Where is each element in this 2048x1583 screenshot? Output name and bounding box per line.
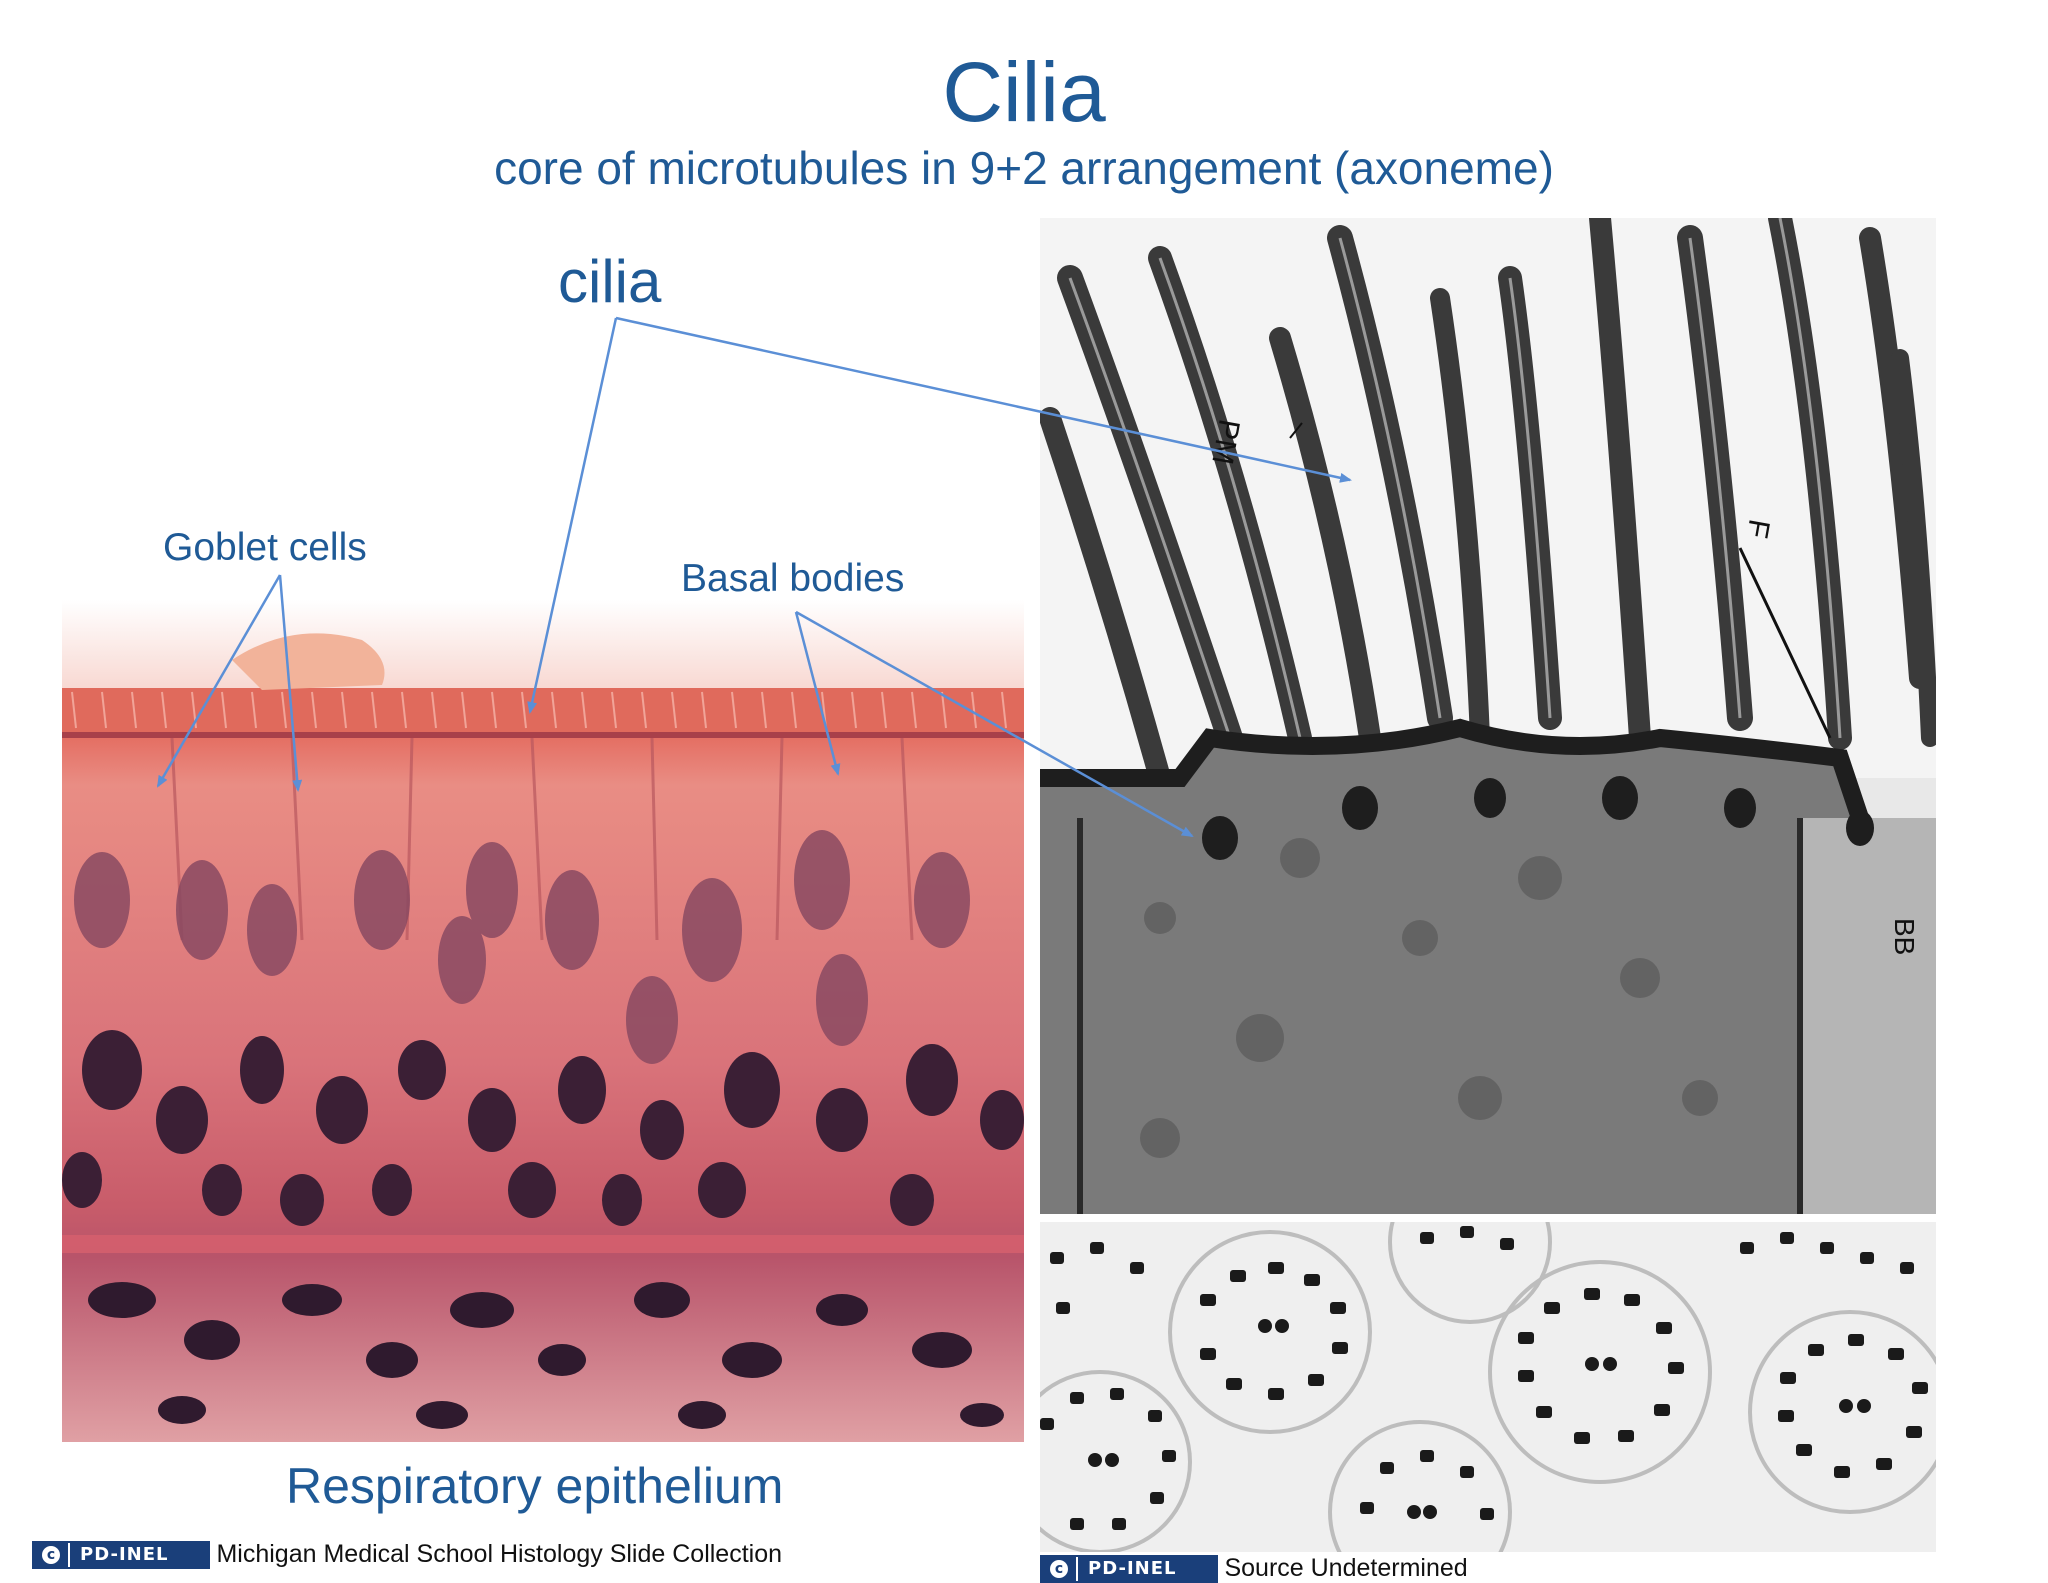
- respiratory-epithelium-micrograph: [62, 600, 1024, 1442]
- slide-subtitle: core of microtubules in 9+2 arrangement …: [494, 142, 1554, 194]
- credit-right: c PD-INEL Source Undetermined: [1040, 1554, 1468, 1583]
- caption-respiratory-epithelium: Respiratory epithelium: [286, 1458, 784, 1514]
- license-badge[interactable]: c PD-INEL: [32, 1540, 211, 1569]
- slide-title: Cilia: [942, 45, 1106, 139]
- badge-label: PD-INEL: [80, 1544, 169, 1565]
- badge-label: PD-INEL: [1088, 1558, 1177, 1579]
- label-bb: BB: [1889, 918, 1920, 955]
- credit-text: Michigan Medical School Histology Slide …: [216, 1540, 783, 1568]
- label-goblet-cells: Goblet cells: [163, 526, 367, 569]
- license-badge[interactable]: c PD-INEL: [1040, 1554, 1219, 1583]
- credit-left: c PD-INEL Michigan Medical School Histol…: [32, 1540, 782, 1569]
- cilia-electron-micrograph: PM F BB: [1040, 218, 1936, 1214]
- label-basal-bodies: Basal bodies: [681, 557, 905, 600]
- creative-commons-icon: c: [34, 1542, 70, 1567]
- label-cilia: cilia: [558, 248, 662, 315]
- creative-commons-icon: c: [1042, 1556, 1078, 1581]
- credit-text: Source Undetermined: [1224, 1554, 1468, 1582]
- label-f: F: [1740, 517, 1776, 541]
- axoneme-cross-section-micrograph: [1040, 1222, 1936, 1552]
